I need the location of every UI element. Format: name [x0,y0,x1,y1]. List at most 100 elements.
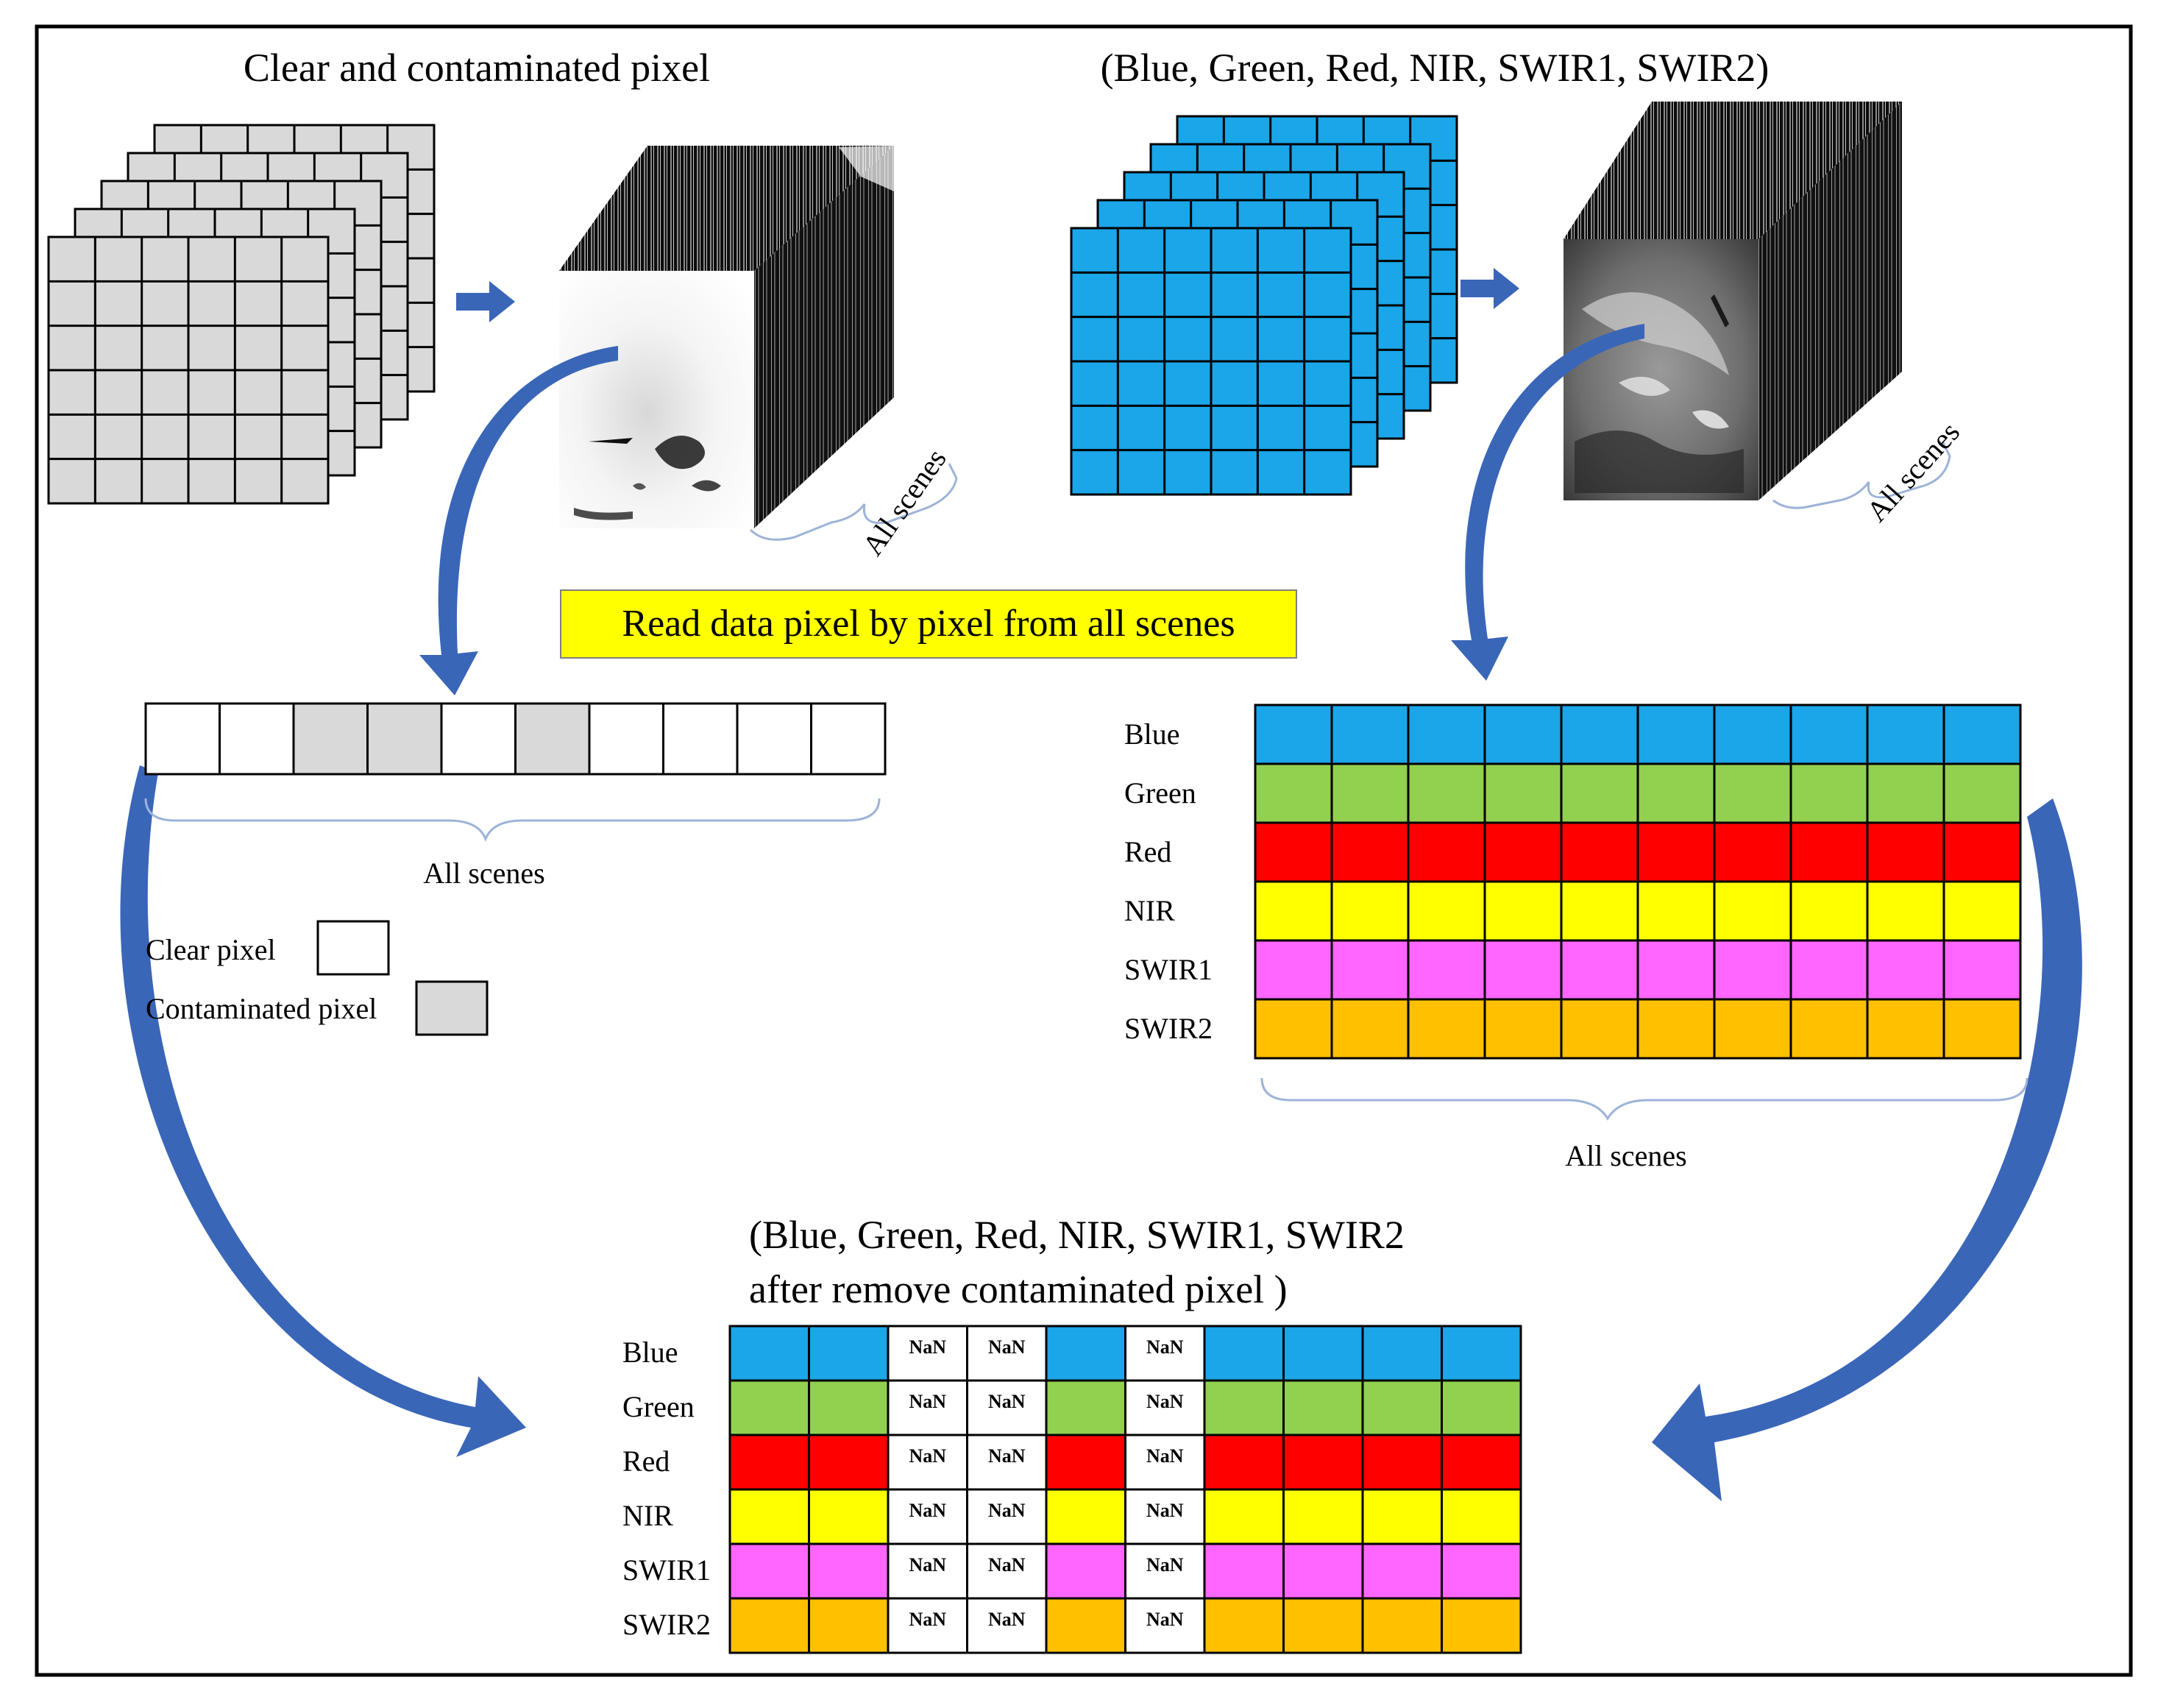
band-cell [1045,1325,1126,1382]
band-cell [1636,939,1716,1001]
nan-cell [887,1542,968,1600]
band-label-red: Red [1124,835,1171,868]
nan-cell [966,1488,1048,1545]
band-cell [1282,1542,1364,1600]
nan-cell [966,1542,1048,1600]
nan-label: NaN [909,1445,946,1467]
band-cell [1560,880,1639,942]
nan-label: NaN [909,1554,946,1576]
band-cell [1254,939,1333,1001]
band-cell [1713,939,1792,1001]
band-cell [808,1379,890,1436]
band-cell [1866,704,1945,765]
nan-label: NaN [1146,1554,1184,1576]
band-cell [1361,1434,1443,1491]
nan-cell [1124,1488,1206,1545]
curved-arrow-left-cube [419,346,618,695]
band-cell [1045,1379,1126,1436]
left-title: Clear and contaminated pixel [244,46,710,90]
band-cell [1254,704,1333,765]
band-cell [1713,821,1792,883]
big-arrow-right [1652,798,2082,1501]
nan-label: NaN [988,1500,1026,1521]
band-cell [1636,762,1716,824]
gray-grid-layer [47,235,330,505]
band-cell [1483,821,1563,883]
band-cell [1407,939,1486,1001]
band-cell [1713,762,1792,824]
band-cell [1203,1379,1285,1436]
band-label-blue: Blue [622,1336,678,1369]
band-cell [1045,1542,1126,1600]
right-arrow-left [456,281,515,322]
band-cell [1045,1597,1126,1654]
contaminated-pixel-cell [514,702,591,776]
band-cell [1407,762,1486,824]
brace-pixel-row [144,798,881,843]
band-cell [1203,1325,1285,1382]
band-cell [1330,704,1410,765]
band-cell [1942,821,2022,883]
nan-label: NaN [988,1445,1026,1467]
band-cell [1636,704,1716,765]
band-cell [1560,762,1639,824]
band-cell [1483,939,1563,1001]
band-cell [1866,762,1945,824]
all-scenes-band-table: All scenes [1565,1139,1687,1172]
band-cell [728,1379,810,1436]
pixel-time-series [144,702,887,776]
band-cell [1330,821,1410,883]
band-cell [1560,704,1639,765]
band-cell [1203,1434,1285,1491]
all-scenes-pixel-row: All scenes [423,857,545,890]
legend-clear-label: Clear pixel [146,933,276,966]
band-cell [728,1597,810,1654]
band-cell [1407,821,1486,883]
nan-label: NaN [909,1500,946,1521]
nan-label: NaN [988,1609,1026,1630]
contaminated-pixel-cell [366,702,443,776]
band-label-nir: NIR [622,1499,673,1532]
band-cell [1942,762,2022,824]
big-arrow-left [120,765,526,1457]
nan-label: NaN [988,1554,1026,1576]
nan-cell [966,1325,1048,1382]
band-cell [1045,1434,1126,1491]
band-cell [808,1597,890,1654]
band-cell [1560,821,1639,883]
clear-pixel-cell [588,702,664,776]
band-cell [1407,704,1486,765]
band-label-swir2: SWIR2 [622,1608,711,1641]
band-cell [1441,1597,1522,1654]
band-cell [808,1434,890,1491]
read-label: Read data pixel by pixel from all scenes [622,603,1235,645]
nan-cell [887,1488,968,1545]
band-cell [1713,880,1792,942]
band-cell [1483,998,1563,1060]
band-cell [728,1325,810,1382]
band-label-nir: NIR [1124,894,1175,927]
band-cell [1361,1542,1443,1600]
nan-label: NaN [1146,1500,1184,1521]
band-cell [1942,939,2022,1001]
right-arrow-right [1460,268,1519,309]
cube-band-reflectance [1564,102,1902,500]
legend-clear-swatch [316,920,390,976]
band-cell [1441,1379,1522,1436]
band-cell [1789,939,1869,1001]
band-cell [1789,821,1869,883]
band-cell [1254,880,1333,942]
nan-label: NaN [988,1391,1026,1412]
contaminated-pixel-cell [292,702,369,776]
band-cell [1560,939,1639,1001]
band-cell [1407,998,1486,1060]
band-cell [1330,998,1410,1060]
band-cell [1636,821,1716,883]
band-cell [1441,1542,1522,1600]
clear-pixel-cell [736,702,812,776]
band-cell [1441,1434,1522,1491]
band-cell [808,1325,890,1382]
